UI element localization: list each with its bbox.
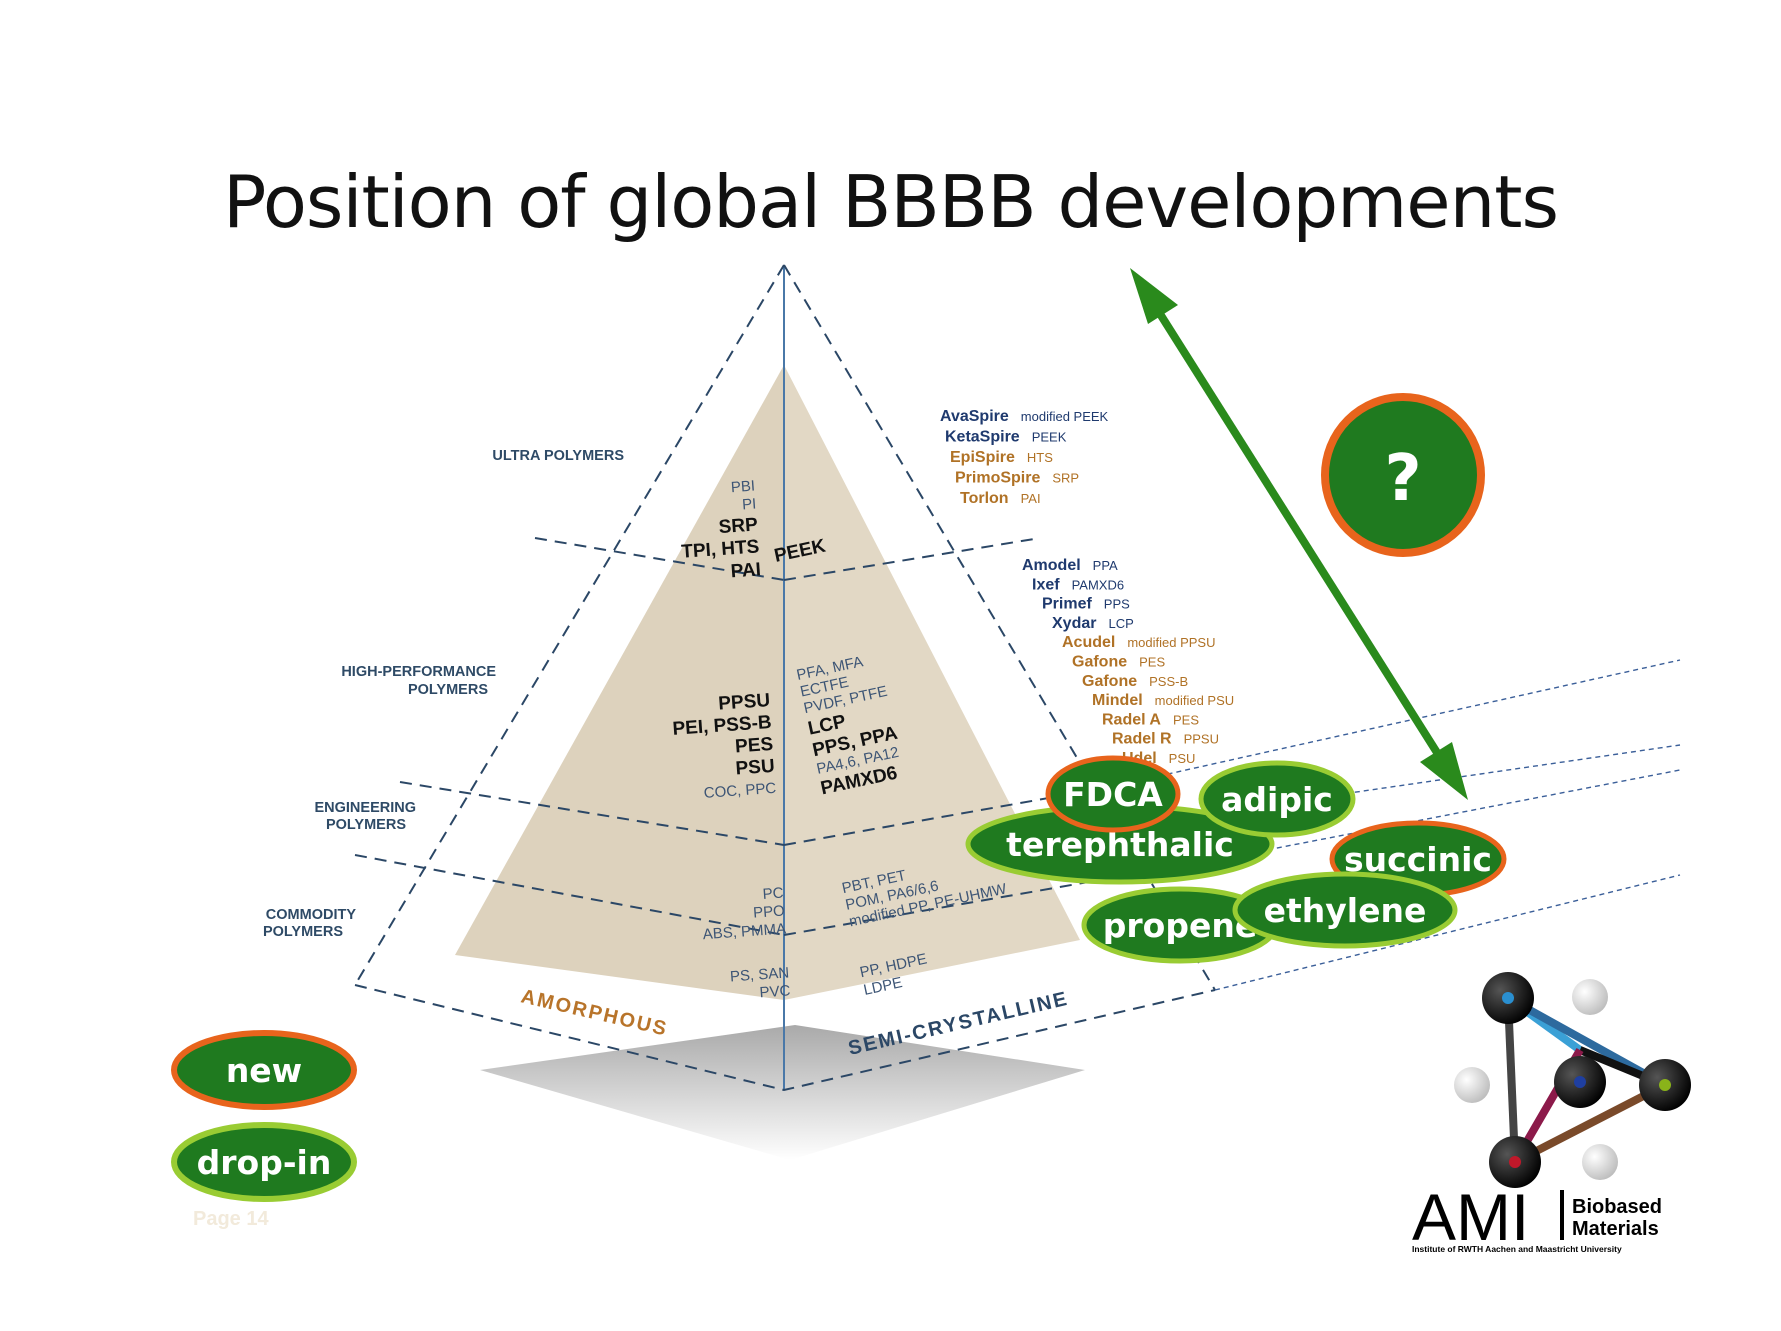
amorphous-polymers: PBI PI SRP TPI, HTS PAI PPSU PEI, PSS-B … — [672, 478, 791, 1002]
high-brand-name: Xydar — [1052, 615, 1096, 632]
high-brand-name: Acudel — [1062, 634, 1115, 651]
amorph-srp: SRP — [718, 514, 759, 538]
high-brand-desc: PAMXD6 — [1072, 577, 1125, 592]
high-brand-0: Amodel PPA — [1022, 557, 1118, 574]
high-brand-desc: PPA — [1093, 558, 1118, 573]
tier-high-1: HIGH-PERFORMANCE — [341, 664, 496, 680]
high-brand-7: Mindel modified PSU — [1092, 692, 1234, 709]
ultra-brand-3: PrimoSpire SRP — [955, 470, 1079, 487]
pyramid-shadow — [480, 1025, 1085, 1160]
high-brand-desc: PES — [1139, 655, 1165, 670]
amorph-pes: PES — [734, 734, 773, 758]
svg-text:ethylene: ethylene — [1264, 891, 1427, 930]
amorphous-label: AMORPHOUS — [519, 985, 670, 1040]
ultra-brand-desc: modified PEEK — [1021, 409, 1109, 424]
svg-text:propene: propene — [1103, 906, 1257, 945]
ultra-brand-0: AvaSpire modified PEEK — [940, 408, 1109, 425]
question-mark: ? — [1384, 442, 1421, 516]
amorph-ps-san: PS, SAN — [729, 964, 789, 985]
chip-fdca: FDCA — [1045, 755, 1181, 833]
tier-eng-1: ENGINEERING — [314, 800, 416, 816]
tier-ultra: ULTRA POLYMERS — [492, 448, 624, 464]
tier-com-2: POLYMERS — [263, 924, 343, 940]
logo-tagline: Institute of RWTH Aachen and Maastricht … — [1412, 1244, 1622, 1254]
pyramid-left-face — [455, 365, 784, 1000]
logo-molecule-icon — [1454, 972, 1691, 1188]
svg-text:FDCA: FDCA — [1063, 775, 1163, 814]
amorph-ppsu: PPSU — [718, 690, 771, 715]
logo-ami: AMI — [1412, 1180, 1529, 1254]
svg-text:drop-in: drop-in — [197, 1143, 332, 1182]
high-brand-6: Gafone PSS-B — [1082, 673, 1188, 690]
high-brand-desc: PSS-B — [1149, 674, 1188, 689]
ultra-brand-desc: PAI — [1021, 491, 1041, 506]
high-brand-desc: PPSU — [1184, 732, 1219, 747]
page-number: Page 14 — [193, 1208, 269, 1230]
amorph-psu: PSU — [735, 756, 775, 780]
high-brand-desc: PSU — [1169, 751, 1196, 766]
ultra-brand-name: PrimoSpire — [955, 470, 1040, 487]
high-brand-name: Radel A — [1102, 711, 1161, 728]
high-brand-name: Primef — [1042, 596, 1092, 613]
high-brand-name: Ixef — [1032, 576, 1060, 593]
ami-logo: AMI Biobased Materials Institute of RWTH… — [1412, 972, 1691, 1254]
ultra-brand-desc: PEEK — [1032, 430, 1067, 445]
ultra-brand-name: Torlon — [960, 490, 1009, 507]
high-brand-9: Radel R PPSU — [1112, 731, 1219, 748]
amorph-pai: PAI — [730, 559, 762, 582]
high-brand-name: Gafone — [1082, 673, 1137, 690]
amorph-pvc: PVC — [759, 982, 791, 1001]
high-brand-1: Ixef PAMXD6 — [1032, 576, 1124, 593]
legend-dropin: drop-in — [171, 1122, 357, 1202]
high-brand-2: Primef PPS — [1042, 596, 1130, 613]
tier-high-2: POLYMERS — [408, 682, 488, 698]
high-brand-8: Radel A PES — [1102, 711, 1199, 728]
slide-title: Position of global BBBB developments — [223, 160, 1559, 244]
high-brand-name: Gafone — [1072, 654, 1127, 671]
high-brand-desc: LCP — [1108, 616, 1133, 631]
ultra-brand-name: AvaSpire — [940, 408, 1009, 425]
high-brand-name: Radel R — [1112, 731, 1172, 748]
amorph-abs-pmma: ABS, PMMA — [702, 920, 786, 943]
tier-com-1: COMMODITY — [266, 907, 357, 923]
question-badge: ? — [1321, 393, 1485, 557]
chip-ethylene: ethylene — [1232, 871, 1458, 949]
ultra-brand-name: KetaSpire — [945, 429, 1020, 446]
high-brand-desc: PPS — [1104, 597, 1130, 612]
logo-line2: Materials — [1572, 1218, 1659, 1240]
amorph-pi: PI — [742, 495, 757, 513]
amorph-ppo: PPO — [753, 903, 786, 922]
amorph-pc: PC — [762, 885, 784, 903]
high-brand-desc: modified PSU — [1155, 693, 1234, 708]
high-brand-desc: modified PPSU — [1127, 635, 1215, 650]
amorph-pbi: PBI — [730, 478, 755, 497]
high-brand-desc: PES — [1173, 712, 1199, 727]
double-arrow — [1130, 268, 1468, 800]
ultra-brand-desc: SRP — [1052, 471, 1079, 486]
chip-propene: propene — [1081, 886, 1279, 964]
high-brand-4: Acudel modified PPSU — [1062, 634, 1216, 651]
ultra-brand-1: KetaSpire PEEK — [945, 429, 1067, 446]
ultra-brand-4: Torlon PAI — [960, 490, 1041, 507]
svg-text:adipic: adipic — [1221, 780, 1333, 819]
ultra-brand-desc: HTS — [1027, 450, 1053, 465]
legend-new: new — [171, 1030, 357, 1110]
ultra-brand-name: EpiSpire — [950, 449, 1015, 466]
high-brand-3: Xydar LCP — [1052, 615, 1134, 632]
logo-line1: Biobased — [1572, 1196, 1662, 1218]
high-brand-name: Amodel — [1022, 557, 1081, 574]
tier-eng-2: POLYMERS — [326, 817, 406, 833]
amorph-coc-ppc: COC, PPC — [703, 780, 777, 802]
high-brand-5: Gafone PES — [1072, 654, 1165, 671]
ultra-brand-2: EpiSpire HTS — [950, 449, 1053, 466]
high-brand-name: Mindel — [1092, 692, 1143, 709]
tier-labels: ULTRA POLYMERS HIGH-PERFORMANCE POLYMERS… — [263, 448, 624, 940]
svg-text:new: new — [226, 1051, 302, 1090]
chip-adipic: adipic — [1198, 760, 1356, 838]
